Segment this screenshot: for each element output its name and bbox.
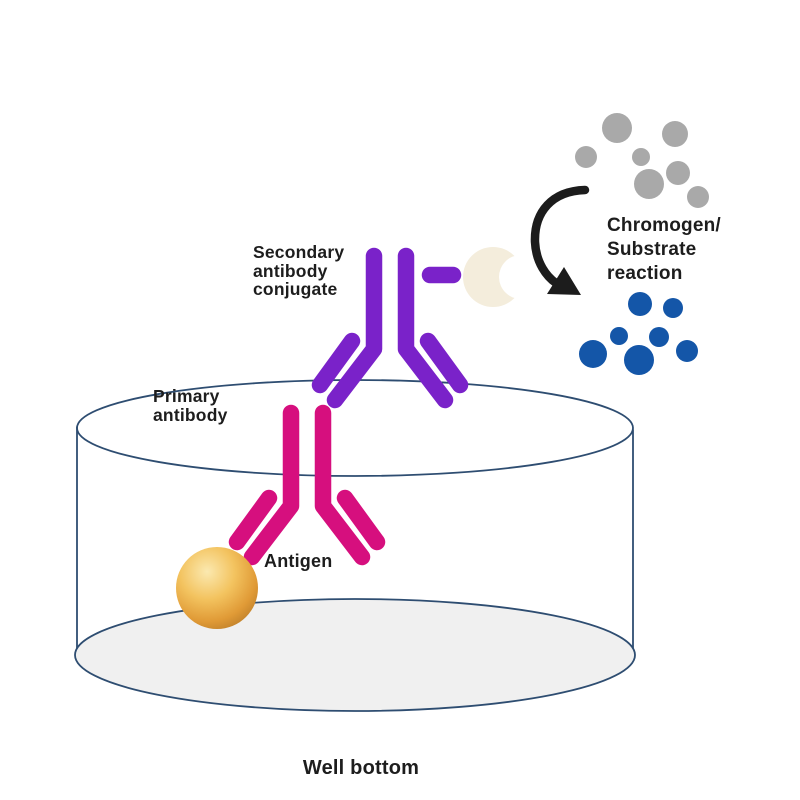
secondary-antibody-label: Secondary antibody conjugate: [253, 243, 344, 299]
secondary-antibody: [311, 247, 469, 409]
product-dots-blue: [579, 292, 698, 375]
well-bottom-disk: [74, 598, 636, 712]
substrate-dot: [632, 148, 650, 166]
primary-antibody-light-chain-left: [228, 489, 278, 551]
label-line: conjugate: [253, 279, 338, 299]
substrate-dot: [666, 161, 690, 185]
substrate-dots-gray: [575, 113, 709, 208]
primary-antibody: [228, 404, 386, 566]
substrate-dot: [662, 121, 688, 147]
label-line: reaction: [607, 263, 683, 284]
primary-antibody-heavy-chain-left: [243, 404, 300, 566]
secondary-antibody-heavy-chain-left: [326, 247, 383, 409]
product-dot: [610, 327, 628, 345]
label-line: Secondary: [253, 242, 345, 262]
product-dot: [663, 298, 683, 318]
product-dot: [579, 340, 607, 368]
antigen-sphere: [176, 547, 258, 629]
substrate-dot: [602, 113, 632, 143]
antigen-label: Antigen: [264, 551, 333, 571]
label-line: antibody: [153, 404, 228, 425]
secondary-antibody-heavy-chain-right: [397, 247, 454, 409]
reaction-arrow-head: [547, 267, 581, 295]
reaction-arrow-icon: [530, 185, 590, 295]
chromogen-substrate-label: Chromogen/ Substrate reaction: [607, 214, 721, 286]
product-dot: [624, 345, 654, 375]
label-line: Chromogen/: [607, 215, 721, 236]
secondary-antibody-light-chain-right: [419, 332, 469, 394]
product-dot: [676, 340, 698, 362]
well-bottom-label: Well bottom: [302, 757, 420, 779]
substrate-dot: [575, 146, 597, 168]
product-dot: [649, 327, 669, 347]
enzyme-crescent-icon: [463, 247, 543, 307]
primary-antibody-light-chain-right: [336, 489, 386, 551]
secondary-antibody-light-chain-left: [311, 332, 361, 394]
product-dot: [628, 292, 652, 316]
label-line: Substrate: [607, 239, 697, 260]
substrate-dot: [687, 186, 709, 208]
primary-antibody-heavy-chain-right: [314, 404, 371, 566]
primary-antibody-label: Primary antibody: [153, 387, 228, 424]
label-line: antibody: [253, 260, 328, 281]
enzyme-bite-cutout: [499, 255, 543, 299]
reaction-arrow-shaft: [530, 185, 590, 288]
substrate-dot: [634, 169, 664, 199]
label-line: Primary: [153, 386, 220, 406]
